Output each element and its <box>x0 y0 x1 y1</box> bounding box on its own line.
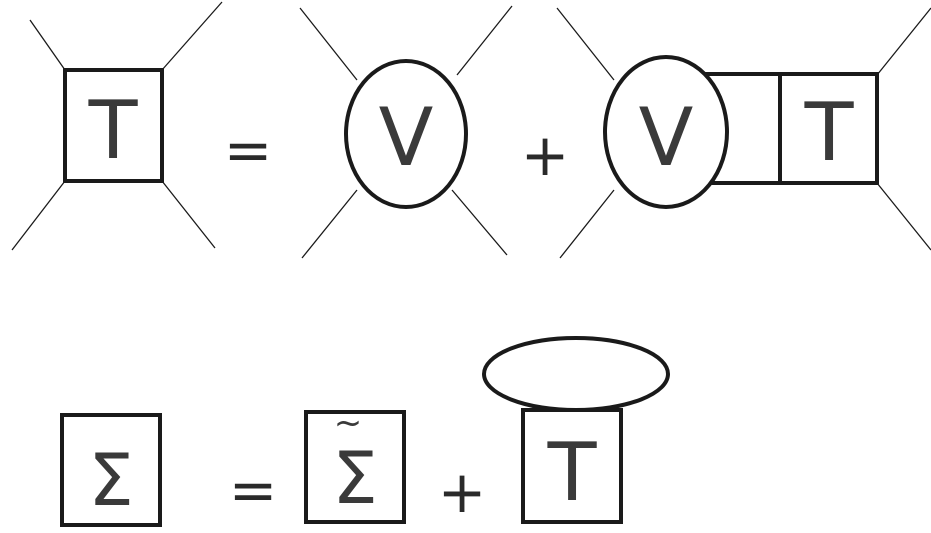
sigma-tilde-box: Σ ~ <box>304 403 406 524</box>
leg-top-right <box>876 7 931 76</box>
t-box <box>521 408 623 524</box>
leg-top-left <box>556 7 615 81</box>
leg-bottom-right <box>876 182 931 251</box>
equals-sign: = <box>229 456 278 524</box>
leg-bottom-left <box>11 180 66 251</box>
leg-bottom-left <box>559 189 615 259</box>
leg-bottom-right <box>451 189 508 256</box>
vt-ladder-term: V T <box>556 7 931 259</box>
leg-bottom-right <box>161 180 216 249</box>
equation-self-energy: Σ = Σ ~ + T <box>60 336 670 527</box>
plus-sign: + <box>521 121 570 189</box>
tadpole-term: T <box>482 336 670 524</box>
sigma-label: Σ <box>88 438 134 522</box>
v-vertex: V <box>299 5 513 259</box>
sigma-box <box>60 413 162 527</box>
t-label: T <box>804 86 855 179</box>
t-label: T <box>88 84 139 177</box>
v-label: V <box>639 91 694 184</box>
v-ellipse <box>603 55 729 209</box>
lhs-t-vertex: T <box>11 1 223 251</box>
v-label: V <box>379 91 434 184</box>
leg-top-left <box>29 19 66 71</box>
sigma-tilde-frame <box>304 410 406 524</box>
t-box <box>63 68 164 183</box>
sigma-tilde-label: Σ <box>332 436 378 520</box>
lhs-sigma-box: Σ <box>60 413 162 527</box>
t-box <box>778 72 879 185</box>
leg-top-left <box>299 7 358 81</box>
equation-t-matrix: T = V + V T <box>11 1 931 259</box>
leg-bottom-left <box>301 189 358 259</box>
plus-sign: + <box>438 458 487 526</box>
t-label: T <box>547 426 598 519</box>
leg-top-right <box>456 5 513 76</box>
tilde-mark: ~ <box>334 403 363 443</box>
loop-ellipse <box>482 336 670 412</box>
equals-sign: = <box>224 116 273 184</box>
leg-top-right <box>161 1 223 71</box>
v-ellipse <box>344 59 468 209</box>
